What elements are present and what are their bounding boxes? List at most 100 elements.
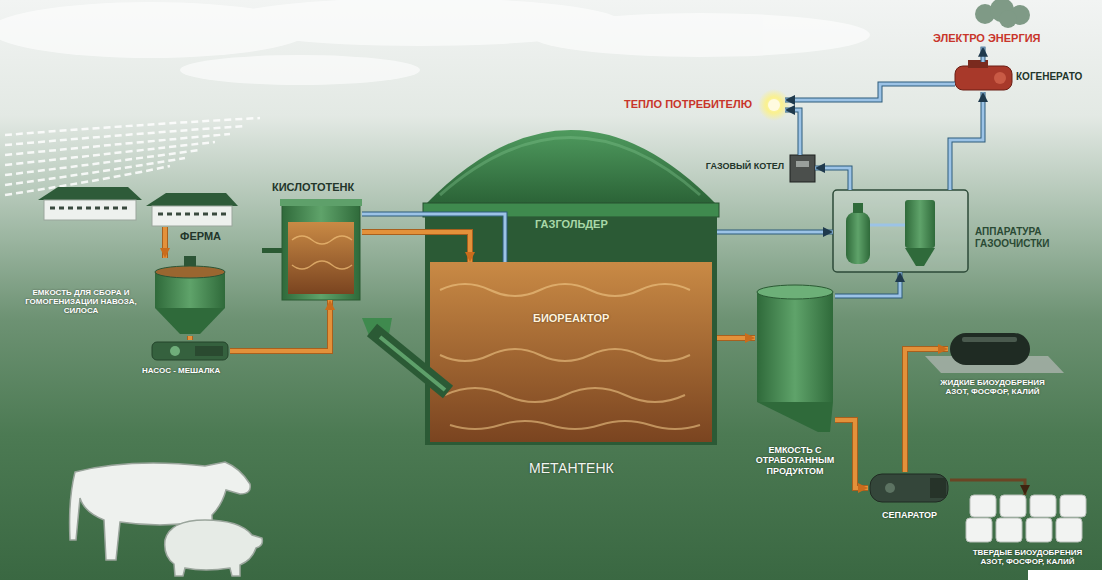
node-label: ЕМКОСТЬ ДЛЯ СБОРА И ГОМОГЕНИЗАЦИИ НАВОЗА… [22, 288, 140, 316]
bag [996, 518, 1022, 542]
tank-contents [288, 222, 354, 294]
node-label: БИОРЕАКТОР [533, 312, 609, 325]
bag [1060, 495, 1086, 517]
pipe-line [230, 300, 330, 351]
bulb-glow [758, 89, 790, 121]
pump-wheel [170, 346, 180, 356]
swirl [440, 349, 690, 361]
pump-motor [195, 346, 223, 356]
farm-barns [38, 187, 238, 226]
inner-pipe [870, 224, 905, 227]
tank-highlight [962, 337, 1017, 342]
boiler-body [790, 155, 815, 182]
tank-funnel [155, 308, 225, 334]
barn-wall [44, 200, 136, 220]
digester-liquid [430, 262, 712, 442]
barn-windows [50, 207, 130, 210]
digester-drawing [362, 130, 719, 445]
bag [1000, 495, 1026, 517]
node-label: КОГЕНЕРАТО [1016, 71, 1082, 83]
bioreactor: БИОРЕАКТОР [425, 262, 717, 445]
spent-product-tank: ЕМКОСТЬ С ОТРАБОТАННЫМ ПРОДУКТОМ [755, 285, 835, 432]
pipe-line [717, 231, 833, 234]
pipe-line [362, 214, 505, 262]
pipe-line [362, 232, 470, 262]
pipe-connector [835, 420, 868, 488]
liquid-fertilizer-drawing [925, 333, 1064, 373]
tank-body [282, 205, 360, 300]
node-label: ТЕПЛО ПОТРЕБИТЕЛЮ [592, 98, 752, 111]
cogenerator-drawing [955, 60, 1012, 90]
trees [975, 0, 1030, 28]
acid-tank-drawing [262, 199, 362, 300]
barn-roof [38, 187, 142, 200]
acid-tank: КИСЛОТОТЕНК [280, 200, 362, 300]
pipe-connector [717, 232, 833, 233]
pipe-outline [981, 47, 986, 62]
node-label: ТВЕРДЫЕ БИОУДОБРЕНИЯ АЗОТ, ФОСФОР, КАЛИЙ [965, 548, 1090, 566]
pipe-connector [905, 349, 948, 472]
pipe-line [785, 84, 955, 100]
node-label: ЭЛЕКТРО ЭНЕРГИЯ [933, 32, 1040, 45]
light-bulb [758, 89, 790, 121]
separator-drawing [870, 474, 948, 502]
swirl [292, 236, 352, 244]
pipe-connector [835, 272, 900, 296]
pipe-connector [950, 480, 1025, 495]
pipe-outline [162, 227, 168, 258]
tank-contents [155, 266, 225, 278]
scrubber [905, 200, 935, 248]
corner-patch [1028, 570, 1102, 580]
boiler-drawing [790, 155, 815, 182]
cogenerator: КОГЕНЕРАТО [955, 62, 1012, 92]
pipe-connector [717, 338, 755, 339]
pump-drawing [152, 342, 228, 360]
bag [1030, 495, 1056, 517]
engine-body [955, 66, 1012, 90]
pipe-outline [785, 110, 800, 155]
node-label: ЖИДКИЕ БИОУДОБРЕНИЯ АЗОТ, ФОСФОР, КАЛИЙ [930, 378, 1055, 396]
bag [1056, 518, 1082, 542]
pipe-outline [717, 335, 755, 341]
gas-dome [425, 130, 717, 205]
swirl [292, 261, 352, 269]
barn-wall [152, 206, 232, 226]
node-label: КИСЛОТОТЕНК [272, 181, 354, 194]
tank-body [757, 292, 833, 402]
tree [999, 10, 1017, 28]
tank-nozzle [262, 248, 282, 253]
pipe-connector [230, 300, 330, 351]
equipment-frame [833, 190, 968, 272]
pipe-line [982, 47, 985, 62]
dome-highlight [440, 138, 700, 196]
swirl [450, 421, 700, 429]
mixer-shaft [380, 337, 445, 390]
pipe-outline [362, 232, 470, 262]
pipe-line [950, 480, 1025, 495]
gas-cleaning-drawing [833, 190, 968, 272]
swirl [445, 388, 685, 402]
node-label: ГАЗОВЫЙ КОТЕЛ [682, 161, 784, 171]
node-label: СЕПАРАТОР [882, 510, 937, 520]
field-rows [5, 118, 260, 195]
pipe-connector [165, 227, 166, 258]
pump-mixer: НАСОС - МЕШАЛКА [150, 340, 230, 362]
barn-windows [158, 213, 226, 216]
barn-roof [146, 193, 238, 206]
node-label: НАСОС - МЕШАЛКА [142, 366, 220, 375]
field-row [5, 118, 260, 135]
bag [1026, 518, 1052, 542]
mixer-screw [372, 330, 448, 392]
pipe-connector [785, 110, 800, 155]
fertilizer-bags [966, 495, 1086, 542]
bottle-neck [853, 203, 863, 213]
pipe-line [188, 336, 192, 340]
pipe-connector [815, 168, 850, 190]
pipe-line [905, 349, 948, 472]
filter-bottle [846, 212, 870, 264]
tank-top [757, 285, 833, 299]
pipe-outline [905, 349, 948, 472]
separator-port [885, 483, 895, 493]
clouds [0, 0, 870, 85]
